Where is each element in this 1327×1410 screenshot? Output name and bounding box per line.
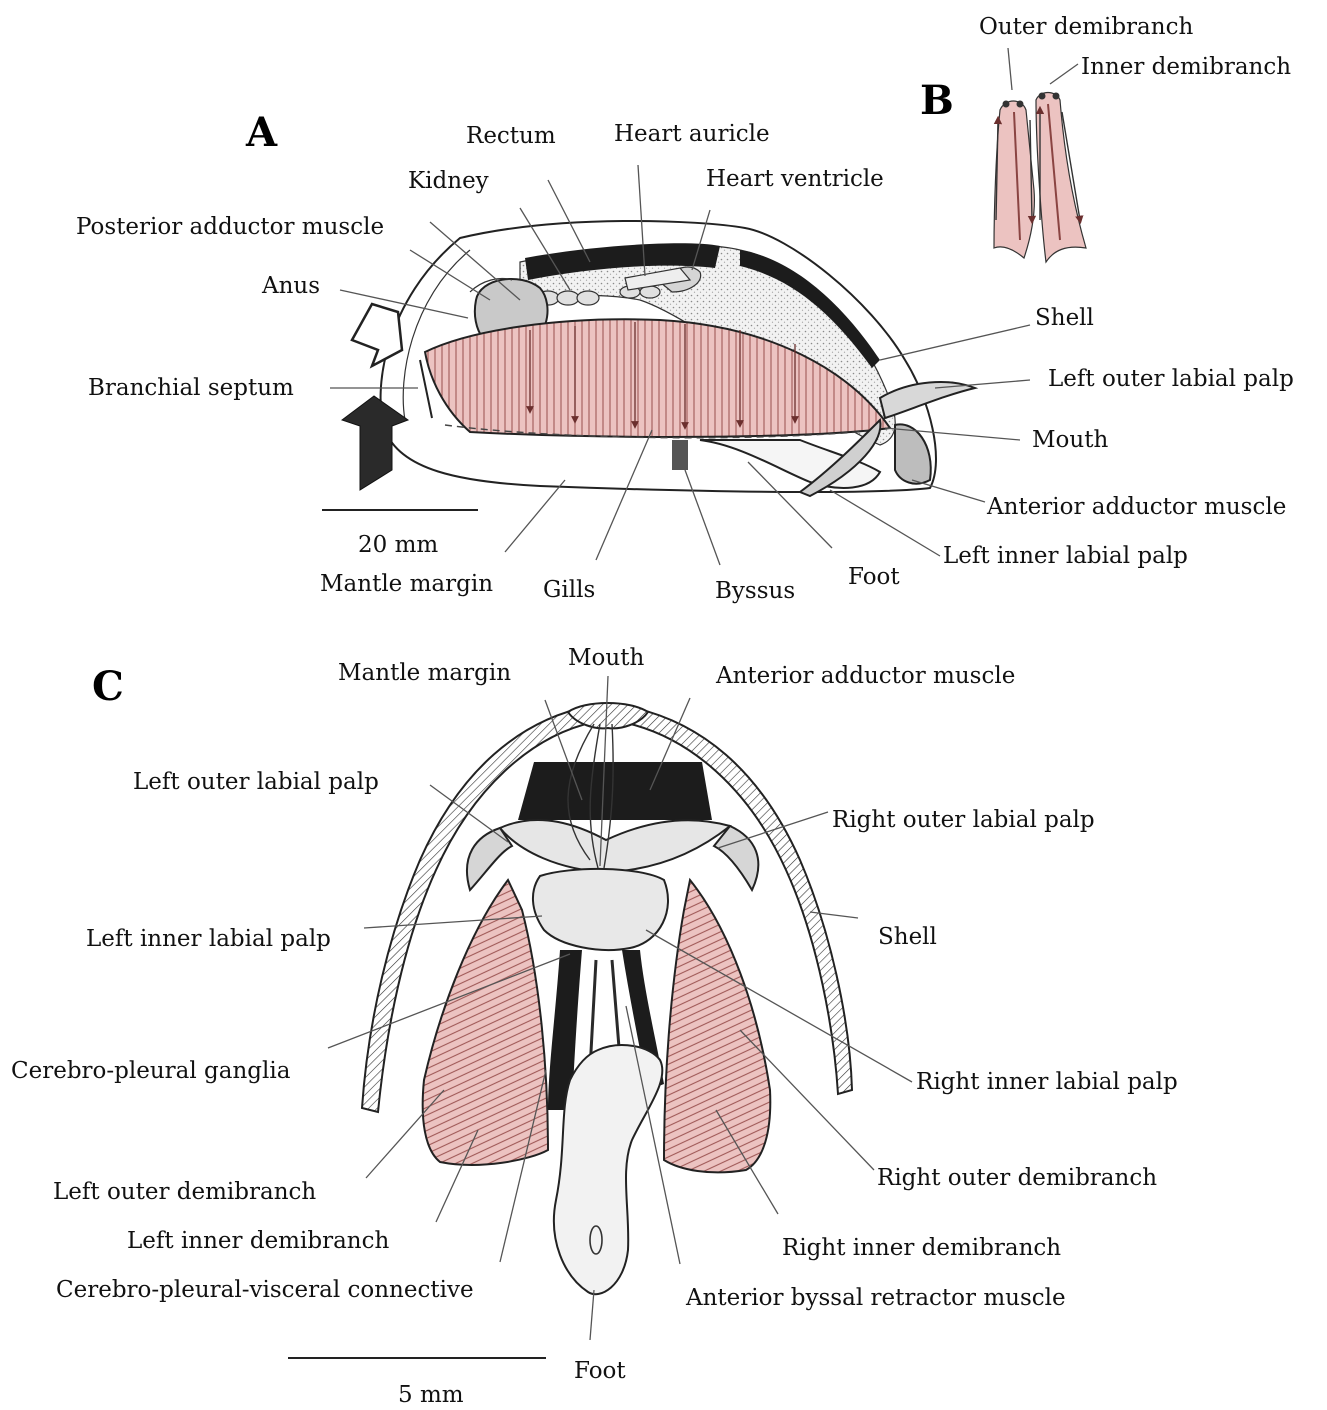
panel-b-leader-inner — [1050, 64, 1078, 84]
label-b-inner-demibranch: Inner demibranch — [1081, 54, 1291, 80]
label-a-byssus: Byssus — [715, 578, 795, 604]
label-c-right-inner-labial-palp: Right inner labial palp — [916, 1069, 1178, 1095]
panel-b-inner-demibranch — [1036, 93, 1086, 263]
label-a-kidney: Kidney — [408, 168, 489, 194]
panel-b-cilia-dot — [1039, 93, 1046, 100]
label-a-heart-ventricle: Heart ventricle — [706, 166, 884, 192]
label-c-anterior-adductor: Anterior adductor muscle — [715, 663, 1015, 689]
label-c-left-inner-demibranch: Left inner demibranch — [127, 1228, 389, 1254]
label-a-heart-auricle: Heart auricle — [614, 121, 770, 147]
panel-b-cilia-dot — [1017, 101, 1024, 108]
panel-c-anterior-adductor — [518, 762, 712, 820]
label-c-shell: Shell — [878, 924, 937, 950]
panel-b-cilia-dot — [1003, 101, 1010, 108]
panel-c: C 5 mm Mantle ma — [11, 645, 1178, 1408]
panel-a: A — [76, 109, 1294, 604]
panel-c-scale-label: 5 mm — [398, 1382, 464, 1408]
label-a-rectum: Rectum — [466, 123, 556, 149]
panel-b: B Outer demibranch Inner demibranch — [920, 14, 1291, 262]
label-c-right-outer-labial-palp: Right outer labial palp — [832, 807, 1095, 833]
label-c-left-inner-labial-palp: Left inner labial palp — [86, 926, 331, 952]
label-a-anus: Anus — [261, 273, 320, 299]
panel-c-letter: C — [92, 663, 124, 710]
label-a-foot: Foot — [848, 564, 900, 590]
label-a-posterior-adductor: Posterior adductor muscle — [76, 214, 384, 240]
panel-a-letter: A — [245, 109, 278, 156]
panel-c-right-palp-tip — [714, 826, 758, 890]
label-c-cerebro-pleural-ganglia: Cerebro-pleural ganglia — [11, 1058, 291, 1084]
label-c-right-outer-demibranch: Right outer demibranch — [877, 1165, 1157, 1191]
label-a-left-outer-labial-palp: Left outer labial palp — [1048, 366, 1294, 392]
label-a-anterior-adductor: Anterior adductor muscle — [986, 494, 1286, 520]
label-a-left-inner-labial-palp: Left inner labial palp — [943, 543, 1188, 569]
panel-b-leader-outer — [1008, 48, 1012, 90]
panel-c-foot — [554, 1045, 662, 1294]
label-c-mantle-margin: Mantle margin — [338, 660, 511, 686]
label-a-mantle-margin: Mantle margin — [320, 571, 493, 597]
label-a-branchial-septum: Branchial septum — [88, 375, 294, 401]
label-a-shell: Shell — [1035, 305, 1094, 331]
label-c-foot: Foot — [574, 1358, 626, 1384]
label-c-left-outer-labial-palp: Left outer labial palp — [133, 769, 379, 795]
panel-c-right-gills — [664, 880, 770, 1172]
panel-c-outer-labial-palps — [500, 820, 730, 872]
label-a-mouth: Mouth — [1032, 427, 1108, 453]
label-c-left-outer-demibranch: Left outer demibranch — [53, 1179, 316, 1205]
label-c-anterior-byssal-retractor: Anterior byssal retractor muscle — [685, 1285, 1066, 1311]
panel-b-letter: B — [920, 77, 954, 124]
label-c-mouth: Mouth — [568, 645, 644, 671]
panel-a-scale-label: 20 mm — [358, 532, 438, 558]
panel-c-inner-labial-palps — [533, 869, 668, 950]
label-c-cpv-connective: Cerebro-pleural-visceral connective — [56, 1277, 474, 1303]
label-c-right-inner-demibranch: Right inner demibranch — [782, 1235, 1061, 1261]
label-a-gills: Gills — [543, 577, 595, 603]
panel-a-byssus — [672, 440, 688, 470]
panel-c-left-palp-tip — [467, 828, 512, 890]
panel-b-cilia-dot — [1053, 93, 1060, 100]
label-b-outer-demibranch: Outer demibranch — [979, 14, 1193, 40]
